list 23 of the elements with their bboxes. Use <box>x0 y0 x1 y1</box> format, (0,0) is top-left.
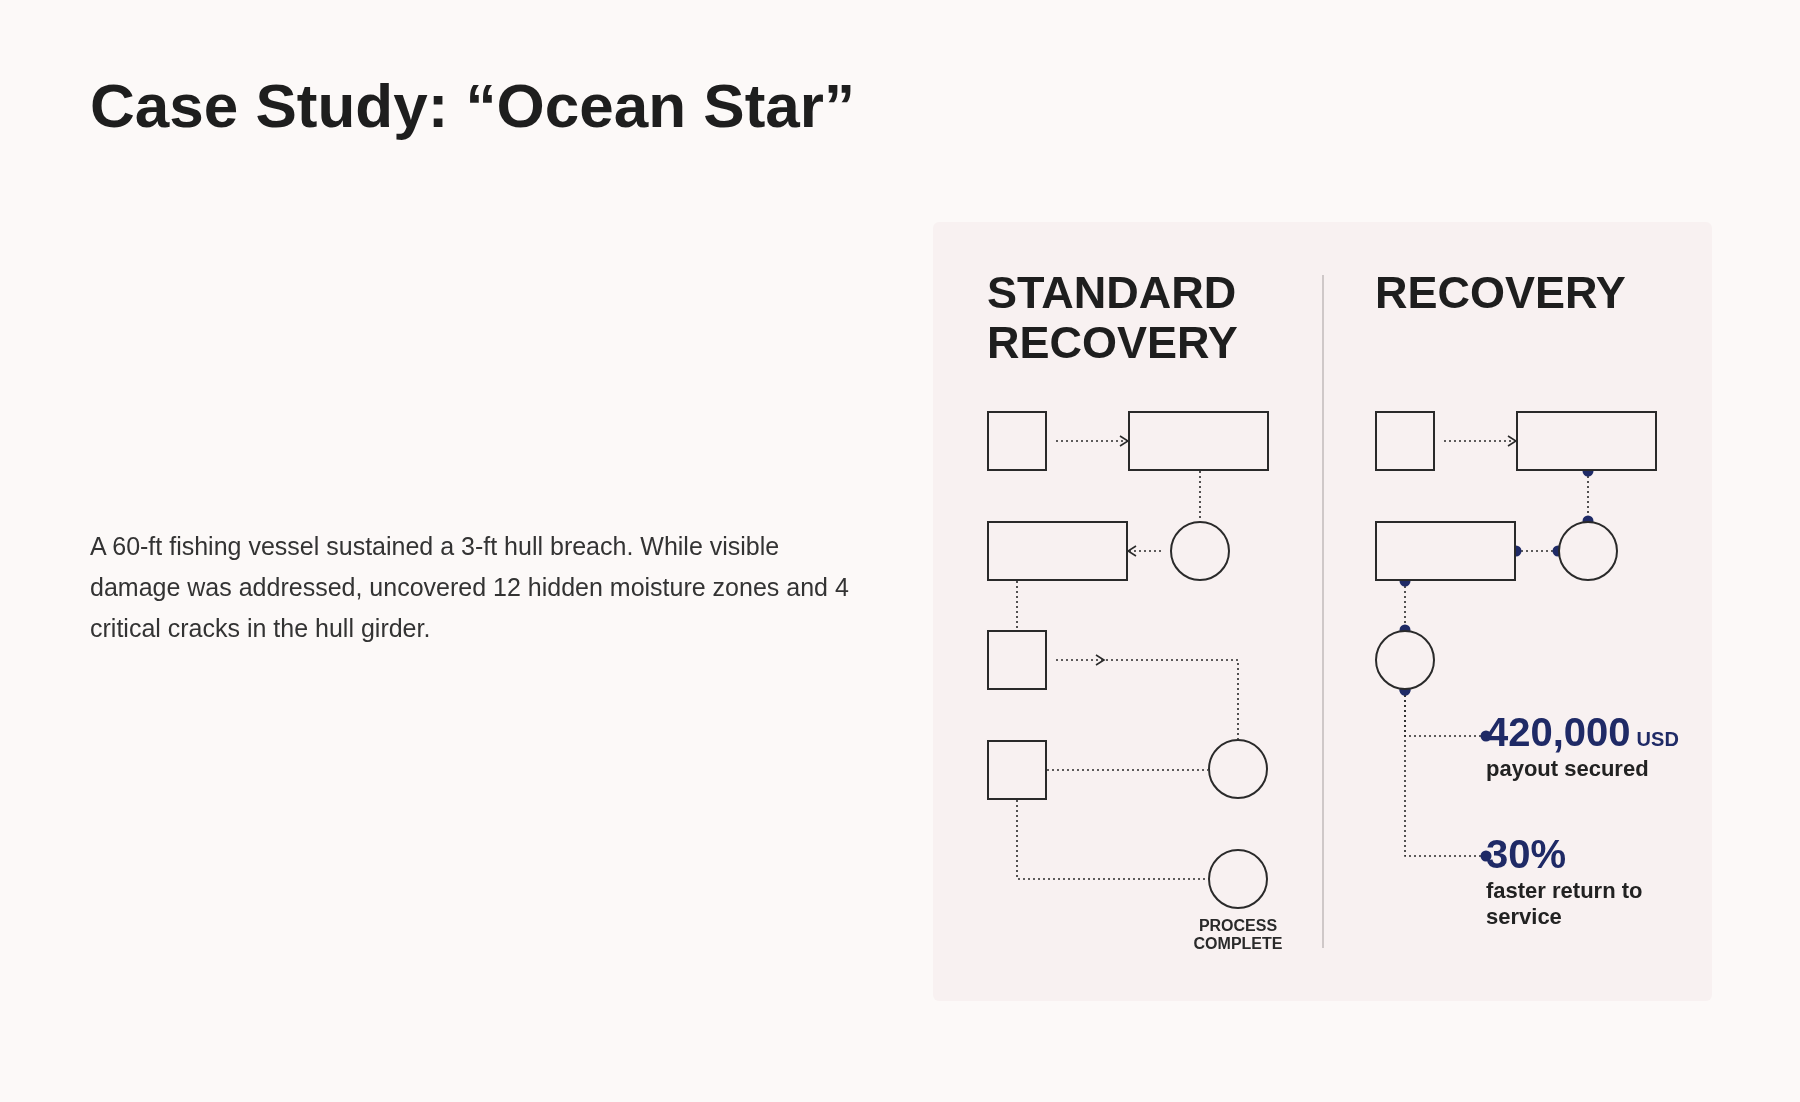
process-box <box>987 630 1047 690</box>
process-box <box>987 521 1128 581</box>
process-box <box>1128 411 1269 471</box>
process-box <box>1375 521 1516 581</box>
process-box <box>987 411 1047 471</box>
process-box <box>987 740 1047 800</box>
stat-caption: faster return to service <box>1486 878 1644 930</box>
node-caption: PROCESS COMPLETE <box>1192 917 1284 953</box>
connector-line <box>1046 769 1209 771</box>
column-heading: STANDARD RECOVERY <box>987 268 1239 368</box>
process-box <box>1375 411 1435 471</box>
stat-value: 420,000 <box>1486 710 1631 754</box>
arrow <box>1055 435 1129 447</box>
column-heading: RECOVERY <box>1375 268 1627 318</box>
arrow <box>1443 435 1517 447</box>
connector-line <box>1016 580 1018 631</box>
title: Case Study: “Ocean Star” <box>90 70 855 141</box>
arrow <box>1127 545 1162 557</box>
stat-value: 30% <box>1486 832 1567 876</box>
description-paragraph: A 60-ft fishing vessel sustained a 3-ft hull breach. While visible damage was addressed, uncovered 12 hidden moisture zones and 4 critical cracks in the hull girder. <box>90 531 850 644</box>
process-box <box>1516 411 1657 471</box>
stat-unit: USD <box>1636 728 1679 750</box>
stat-caption: payout secured <box>1486 756 1650 782</box>
